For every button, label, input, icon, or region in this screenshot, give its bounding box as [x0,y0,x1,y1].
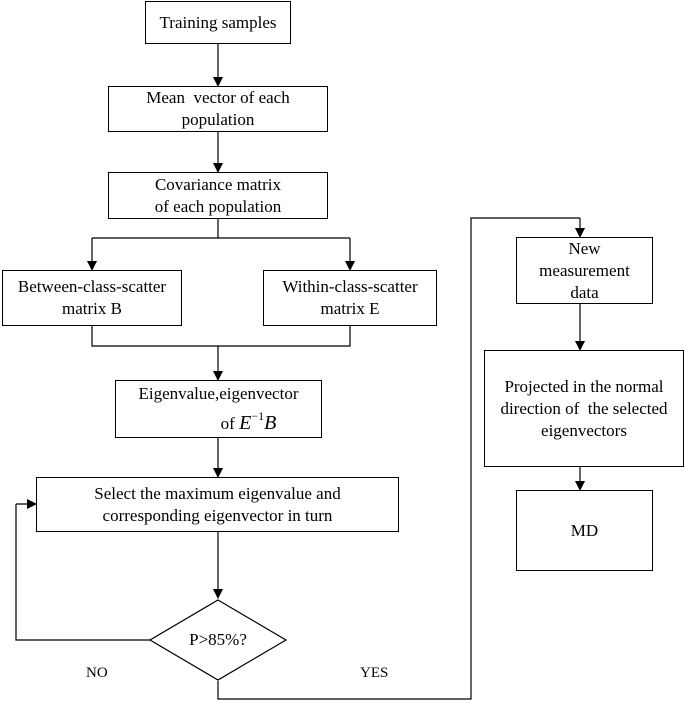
select-box: Select the maximum eigenvalue and corres… [36,477,399,532]
eigen-math-tail: B [264,412,277,434]
training-samples-text: Training samples [159,12,277,32]
within-line2: matrix E [320,299,380,318]
md-text: MD [570,520,599,540]
edge-no-loop [15,504,150,641]
eigen-prefix: of [220,414,235,433]
md-box: MD [516,490,653,571]
yes-label: YES [360,665,389,681]
mean-vector-box: Mean vector of each population [108,86,328,132]
select-line1: Select the maximum eigenvalue and [94,483,341,503]
projected-line2: direction of the selected [500,398,668,418]
covariance-line2: of each population [154,196,282,216]
projected-line3: eigenvectors [541,420,627,440]
projected-line1: Projected in the normal [504,376,664,396]
newdata-line3: data [570,282,599,302]
training-samples-box: Training samples [145,1,291,44]
covariance-matrix-box: Covariance matrix of each population [108,172,328,219]
eigen-line1: Eigenvalue,eigenvector [138,384,299,403]
between-line1: Between-class-scatter [17,277,167,296]
newdata-line2: measurement [539,260,630,280]
eigen-math-base: E [239,412,252,434]
within-line1: Within-class-scatter [282,277,418,296]
projected-box: Projected in the normal direction of the… [484,350,684,467]
eigen-box: Eigenvalue,eigenvector of E−1B [115,380,322,438]
edge-merge [91,326,351,347]
newdata-line1: New [568,238,601,258]
within-class-box: Within-class-scatter matrix E [263,270,437,326]
decision-diamond [148,599,288,681]
edge-cov-split [92,218,350,239]
select-line2: corresponding eigenvector in turn [102,505,333,525]
between-class-box: Between-class-scatter matrix B [2,270,182,326]
eigen-line2: of E−1B [138,405,298,435]
between-line2: matrix B [62,299,122,318]
eigen-math: E−1B [239,409,277,434]
no-label: NO [86,665,108,681]
edge-yes-path [217,217,580,700]
covariance-line1: Covariance matrix [154,174,281,194]
new-data-box: New measurement data [516,237,653,304]
mean-vector-line2: population [181,110,255,129]
eigen-math-sup: −1 [251,409,265,423]
mean-vector-line1: Mean vector of each [146,88,290,107]
decision-text: P>85%? [189,630,247,649]
